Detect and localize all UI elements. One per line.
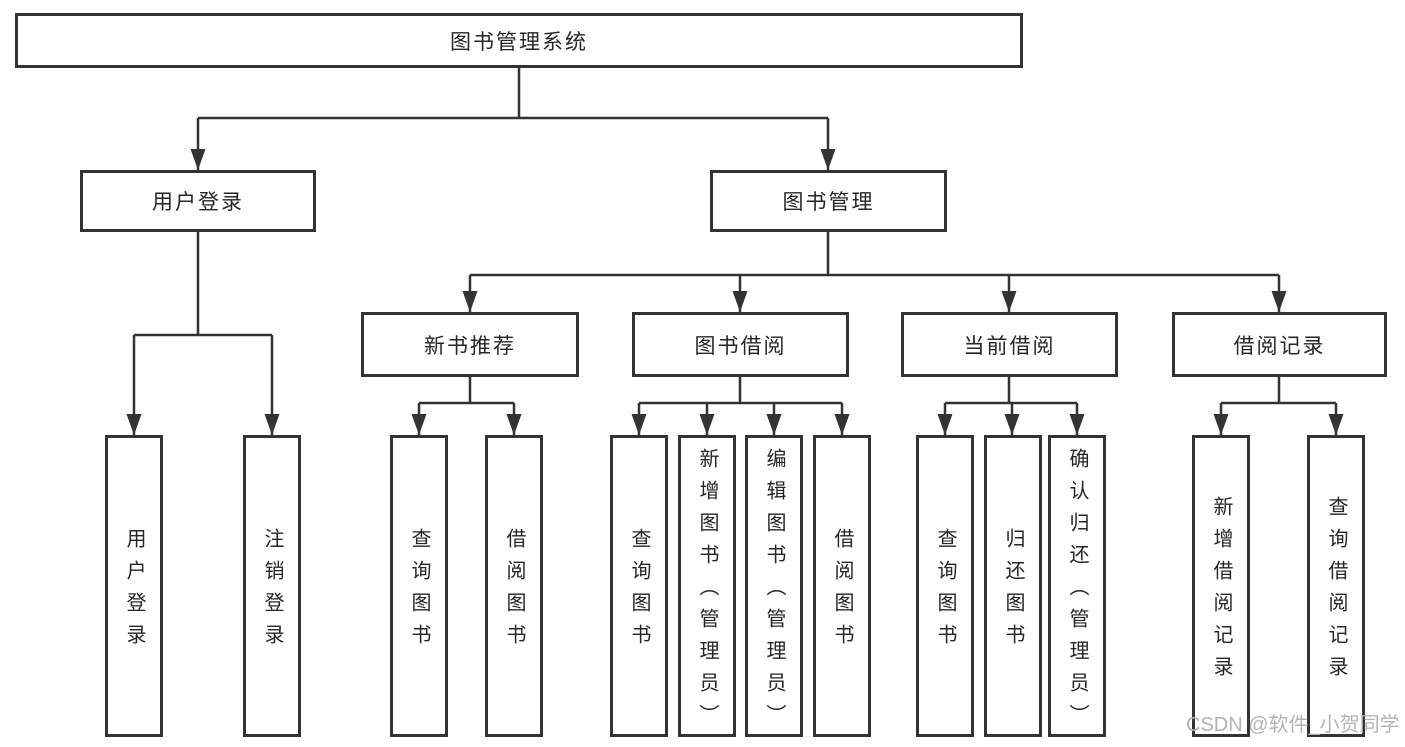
leaf-label: 注销登录 <box>261 528 283 656</box>
leaf-edit-books-admin: 编辑图书（管理员） <box>745 435 803 737</box>
leaf-label: 查询借阅记录 <box>1325 496 1347 688</box>
leaf-add-books-admin: 新增图书（管理员） <box>678 435 736 737</box>
node-user-login: 用户登录 <box>80 170 316 232</box>
watermark: CSDN @软件_小贺同学 <box>1186 714 1400 736</box>
leaf-label: 归还图书 <box>1002 528 1024 656</box>
leaf-label: 新增借阅记录 <box>1210 496 1232 688</box>
leaf-borrow-books-1: 借阅图书 <box>485 435 543 737</box>
node-borrowing-records: 借阅记录 <box>1172 312 1387 377</box>
leaf-query-borrow-record: 查询借阅记录 <box>1307 435 1365 737</box>
leaf-borrow-books-2: 借阅图书 <box>813 435 871 737</box>
leaf-confirm-return-admin: 确认归还（管理员） <box>1048 435 1106 737</box>
node-new-book-recommend: 新书推荐 <box>361 312 579 377</box>
leaf-return-books: 归还图书 <box>984 435 1042 737</box>
tree-edges <box>134 68 1336 405</box>
leaf-label: 新增图书（管理员） <box>696 448 718 736</box>
leaf-add-borrow-record: 新增借阅记录 <box>1192 435 1250 737</box>
node-book-management: 图书管理 <box>710 170 947 232</box>
leaf-user-login: 用户登录 <box>105 435 163 737</box>
leaf-query-books-1: 查询图书 <box>390 435 448 737</box>
leaf-label: 查询图书 <box>628 528 650 656</box>
node-current-borrowing: 当前借阅 <box>901 312 1118 377</box>
leaf-label: 借阅图书 <box>831 528 853 656</box>
leaf-logout-login: 注销登录 <box>243 435 301 737</box>
leaf-label: 确认归还（管理员） <box>1066 448 1088 736</box>
leaf-label: 编辑图书（管理员） <box>763 448 785 736</box>
leaf-label: 借阅图书 <box>503 528 525 656</box>
arrow-heads <box>126 118 1344 435</box>
leaf-label: 查询图书 <box>408 528 430 656</box>
leaf-label: 查询图书 <box>934 528 956 656</box>
node-book-borrowing: 图书借阅 <box>632 312 849 377</box>
node-root: 图书管理系统 <box>15 13 1023 68</box>
leaf-label: 用户登录 <box>123 528 145 656</box>
leaf-query-books-2: 查询图书 <box>610 435 668 737</box>
leaf-query-books-3: 查询图书 <box>916 435 974 737</box>
